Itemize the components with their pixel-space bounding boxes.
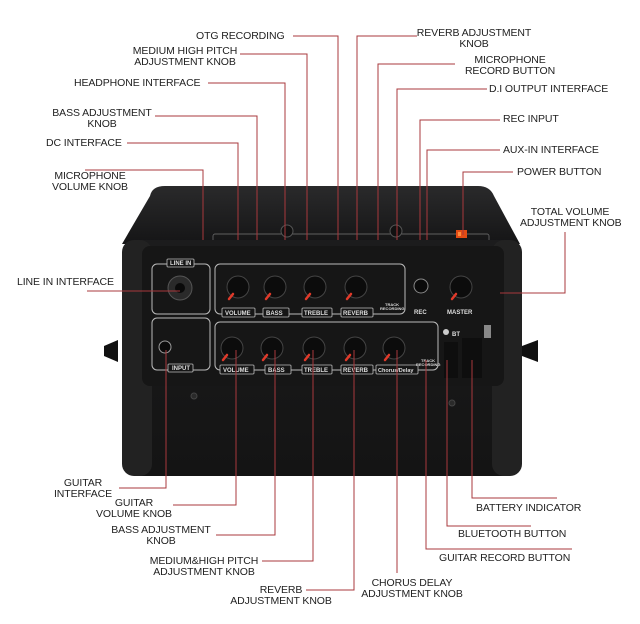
label-microphone-volume-knob: MICROPHONE VOLUME KNOB bbox=[52, 170, 128, 193]
label-aux-in-interface: AUX-IN INTERFACE bbox=[503, 144, 599, 156]
label-headphone-interface: HEADPHONE INTERFACE bbox=[74, 77, 201, 89]
svg-text:VOLUME: VOLUME bbox=[225, 311, 251, 317]
svg-text:RECORDING: RECORDING bbox=[416, 362, 440, 367]
svg-text:BASS: BASS bbox=[268, 368, 285, 374]
svg-text:BASS: BASS bbox=[266, 311, 283, 317]
label-medium-high-pitch-knob: MEDIUM HIGH PITCH ADJUSTMENT KNOB bbox=[132, 45, 238, 68]
label-total-volume-knob: TOTAL VOLUME ADJUSTMENT KNOB bbox=[520, 206, 622, 229]
label-bass-adjustment-knob-top: BASS ADJUSTMENT KNOB bbox=[52, 107, 152, 130]
label-dc-interface: DC INTERFACE bbox=[46, 137, 122, 149]
svg-text:REVERB: REVERB bbox=[343, 368, 369, 374]
svg-text:MASTER: MASTER bbox=[447, 310, 473, 316]
label-di-output-interface: D.I OUTPUT INTERFACE bbox=[489, 83, 609, 95]
label-medium-high-pitch-knob-bottom: MEDIUM&HIGH PITCH ADJUSTMENT KNOB bbox=[149, 555, 259, 578]
svg-text:TREBLE: TREBLE bbox=[304, 311, 328, 317]
svg-text:VOLUME: VOLUME bbox=[223, 368, 249, 374]
svg-text:LINE IN: LINE IN bbox=[170, 261, 191, 267]
label-guitar-volume-knob: GUITAR VOLUME KNOB bbox=[96, 497, 172, 520]
label-microphone-record-button: MICROPHONE RECORD BUTTON bbox=[464, 54, 556, 77]
label-reverb-adjustment-knob-bottom: REVERB ADJUSTMENT KNOB bbox=[230, 584, 332, 607]
svg-text:Chorus/Delay: Chorus/Delay bbox=[378, 368, 414, 374]
svg-text:INPUT: INPUT bbox=[172, 366, 190, 372]
label-power-button: POWER BUTTON bbox=[517, 166, 602, 178]
label-otg-recording: OTG RECORDING bbox=[196, 30, 285, 42]
label-bluetooth-button: BLUETOOTH BUTTON bbox=[458, 528, 567, 540]
label-reverb-adjustment-knob-top: REVERB ADJUSTMENT KNOB bbox=[416, 27, 532, 50]
label-line-in-interface: LINE IN INTERFACE bbox=[17, 276, 114, 288]
label-guitar-record-button: GUITAR RECORD BUTTON bbox=[439, 552, 571, 564]
svg-text:REC: REC bbox=[414, 310, 427, 316]
svg-text:REVERB: REVERB bbox=[343, 311, 369, 317]
svg-text:TRACK: TRACK bbox=[385, 302, 399, 307]
label-battery-indicator: BATTERY INDICATOR bbox=[476, 502, 582, 514]
svg-text:RECORDING: RECORDING bbox=[380, 306, 404, 311]
label-chorus-delay-knob: CHORUS DELAY ADJUSTMENT KNOB bbox=[361, 577, 463, 600]
label-guitar-interface: GUITAR INTERFACE bbox=[53, 477, 113, 500]
label-rec-input: REC INPUT bbox=[503, 113, 559, 125]
svg-text:BT: BT bbox=[452, 332, 460, 338]
svg-text:TREBLE: TREBLE bbox=[304, 368, 328, 374]
label-bass-adjustment-knob-bottom: BASS ADJUSTMENT KNOB bbox=[111, 524, 211, 547]
